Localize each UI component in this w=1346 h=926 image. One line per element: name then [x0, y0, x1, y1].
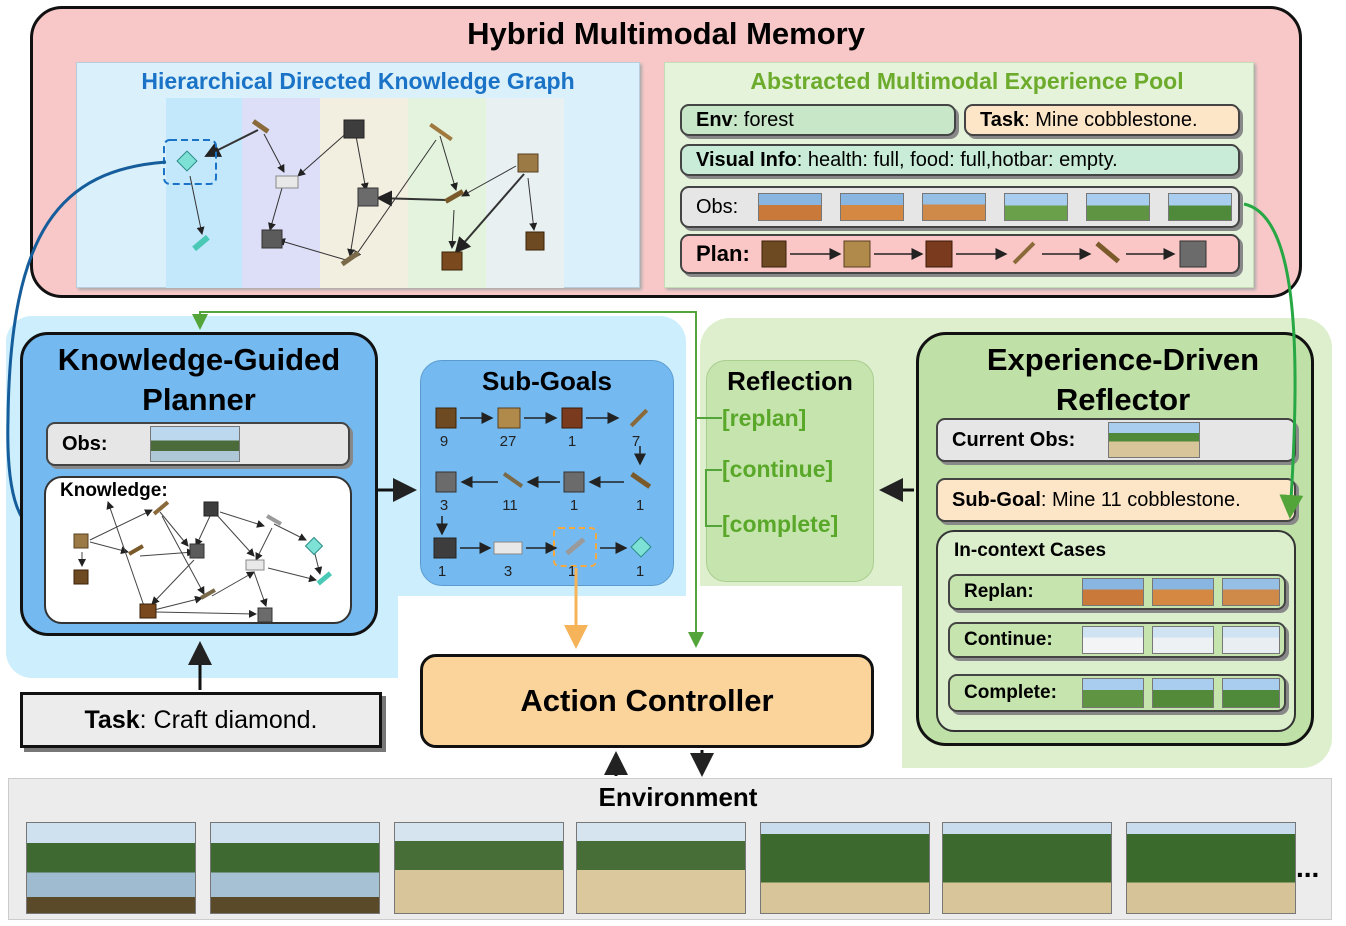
graph-column-5 [486, 98, 564, 288]
obs-thumbnail-4 [1004, 193, 1068, 221]
env-value: : forest [732, 108, 794, 131]
environment-frame-2 [210, 822, 380, 914]
subgoal-count-12: 1 [636, 563, 644, 580]
obs-label: Obs: [696, 195, 739, 218]
current-obs-label: Current Obs: [952, 428, 1076, 451]
knowledge-mini-graph [73, 500, 333, 623]
task-input-box[interactable]: Task: Craft diamond. [20, 692, 382, 748]
planner-title-line2: Planner [142, 382, 256, 417]
in-context-cases-title: In-context Cases [954, 540, 1107, 561]
environment-frame-4 [576, 822, 746, 914]
case-replan-thumbnail-1 [1082, 578, 1144, 606]
experience-pool-title: Abstracted Multimodal Experience Pool [750, 68, 1184, 94]
environment-frame-3 [394, 822, 564, 914]
case-continue-thumbnail-1 [1082, 626, 1144, 654]
subgoal-count-1: 9 [440, 433, 448, 450]
graph-column-1 [166, 98, 242, 288]
current-obs-thumbnail [1108, 422, 1200, 458]
env-field: Env: forest [680, 104, 956, 136]
case-continue-thumbnail-3 [1222, 626, 1280, 654]
knowledge-graph-title: Hierarchical Directed Knowledge Graph [141, 68, 575, 94]
environment-frame-5 [760, 822, 930, 914]
planner-obs-label: Obs: [62, 432, 108, 455]
subgoal-count-2: 27 [500, 433, 517, 450]
task-key: Task [980, 108, 1025, 131]
subgoal-count-3: 1 [568, 433, 576, 450]
reflector-title-line2: Reflector [1055, 382, 1191, 417]
task-input-key: Task [84, 705, 140, 734]
task-field: Task: Mine cobblestone. [964, 104, 1240, 136]
obs-thumbnail-5 [1086, 193, 1150, 221]
environment-ellipsis: ... [1296, 852, 1320, 883]
reflection-replan: [replan] [722, 405, 807, 431]
reflector-title-line1: Experience-Driven [986, 342, 1260, 377]
case-replan-label: Replan: [964, 581, 1034, 602]
subgoal-count-11: 1 [568, 563, 576, 580]
visual-info-key: Visual Info [696, 148, 797, 171]
plan-label: Plan: [696, 241, 750, 266]
environment-frame-1 [26, 822, 196, 914]
case-complete-label: Complete: [964, 682, 1057, 703]
action-controller-title: Action Controller [520, 683, 774, 718]
subgoal-count-4: 7 [632, 433, 640, 450]
obs-thumbnail-6 [1168, 193, 1232, 221]
visual-info-value: : health: full, food: full,hotbar: empty… [796, 148, 1118, 171]
reflection-complete: [complete] [722, 511, 839, 537]
obs-thumbnail-1 [758, 193, 822, 221]
subgoal-count-9: 1 [438, 563, 446, 580]
task-value: : Mine cobblestone. [1024, 108, 1198, 131]
case-replan-thumbnail-2 [1152, 578, 1214, 606]
reflection-continue: [continue] [722, 456, 834, 482]
environment-frame-6 [942, 822, 1112, 914]
case-complete-thumbnail-1 [1082, 678, 1144, 708]
reflection-title: Reflection [727, 366, 853, 396]
reflection-panel [706, 360, 874, 582]
reflector-subgoal-field: Sub-Goal: Mine 11 cobblestone. [936, 478, 1296, 522]
subgoal-count-5: 1 [636, 497, 644, 514]
planner-title-line1: Knowledge-Guided [57, 342, 341, 377]
subgoals-graph: 9 27 1 7 1 1 11 3 1 3 1 1 [433, 407, 652, 580]
knowledge-label: Knowledge: [60, 480, 168, 501]
obs-thumbnail-3 [922, 193, 986, 221]
subgoal-count-6: 1 [570, 497, 578, 514]
visual-info-field: Visual Info: health: full, food: full,ho… [680, 144, 1240, 176]
task-input-value: : Craft diamond. [139, 705, 318, 734]
env-key: Env [696, 108, 733, 131]
environment-frame-7 [1126, 822, 1296, 914]
planner-obs-thumbnail [150, 426, 240, 462]
subgoal-count-8: 3 [440, 497, 448, 514]
reflector-subgoal-key: Sub-Goal [952, 488, 1041, 511]
memory-title: Hybrid Multimodal Memory [467, 16, 865, 51]
case-replan-thumbnail-3 [1222, 578, 1280, 606]
case-continue-label: Continue: [964, 629, 1053, 650]
subgoal-count-7: 11 [502, 497, 518, 514]
reflector-subgoal-value: : Mine 11 cobblestone. [1040, 488, 1241, 511]
obs-thumbnail-2 [840, 193, 904, 221]
case-complete-thumbnail-3 [1222, 678, 1280, 708]
case-complete-thumbnail-2 [1152, 678, 1214, 708]
environment-title: Environment [598, 782, 758, 812]
subgoal-count-10: 3 [504, 563, 512, 580]
case-continue-thumbnail-2 [1152, 626, 1214, 654]
plan-sequence [761, 240, 1207, 268]
action-controller-box: Action Controller [420, 654, 874, 748]
